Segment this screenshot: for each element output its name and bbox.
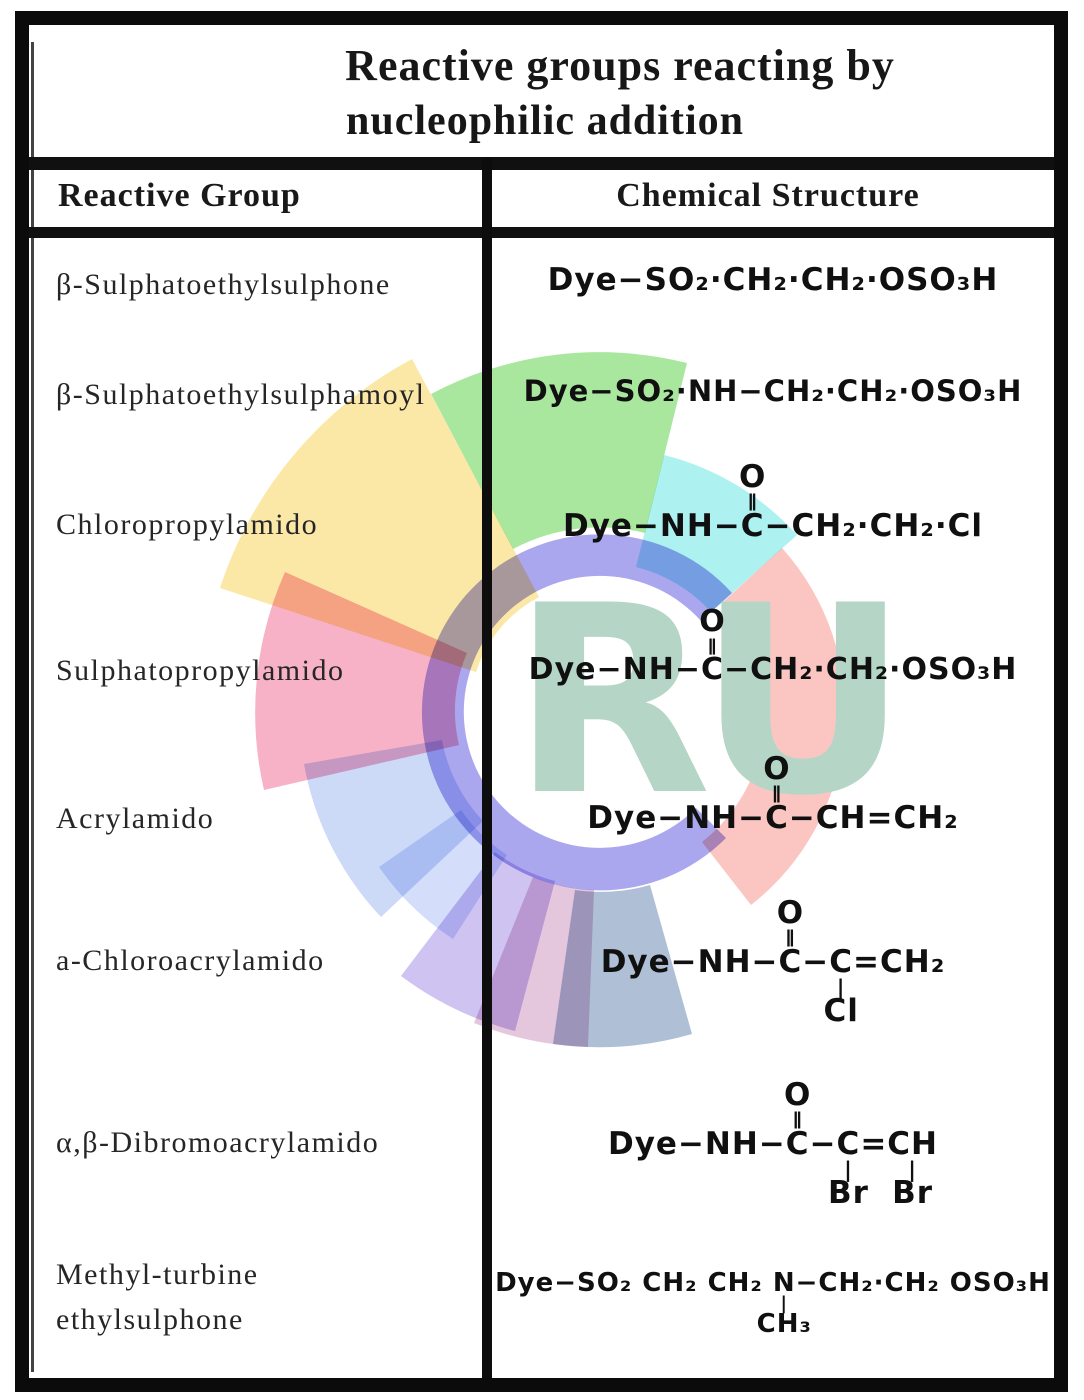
- group-label-methylturbine: Methyl-turbine ethylsulphone: [56, 1258, 259, 1336]
- column-header-chemical-structure: Chemical Structure: [616, 177, 920, 214]
- group-label-acrylamido: Acrylamido: [56, 802, 215, 835]
- group-label-chloroacrylamido: a-Chloroacrylamido: [56, 944, 325, 977]
- group-label-dibromoacrylamido: α,β-Dibromoacrylamido: [56, 1126, 380, 1159]
- formula-token: −: [802, 944, 830, 980]
- watermark-ring-c: [421, 534, 732, 891]
- structure-sulphatoethylsulphone: Dye−SO₂·CH₂·CH₂·OSO₃H: [492, 262, 1054, 298]
- column-header-reactive-group: Reactive Group: [58, 177, 301, 214]
- group-label-sulphatoethylsulphone: β-Sulphatoethylsulphone: [56, 268, 391, 301]
- table-outer-border: [15, 11, 1068, 1392]
- group-label-chloropropylamido: Chloropropylamido: [56, 508, 319, 541]
- formula-token: Dye−SO₂·NH−CH₂·CH₂·OSO₃H: [523, 374, 1023, 408]
- formula-token: =CH₂: [853, 944, 946, 980]
- formula-token: C|Cl: [823, 944, 859, 1029]
- watermark-wedge-pink: [255, 572, 467, 790]
- formula-token: CH|Br: [887, 1126, 938, 1211]
- watermark-wedge-grayblue: [553, 885, 692, 1048]
- formula-token: Dye−NH−: [587, 800, 766, 836]
- header-bottom-rule: [29, 227, 1054, 238]
- header-top-rule: [29, 157, 1054, 170]
- formula-token: Dye−NH−: [562, 508, 741, 544]
- formula-token: Dye−NH−: [528, 652, 701, 687]
- structure-sulphatoethylsulphamoyl: Dye−SO₂·NH−CH₂·CH₂·OSO₃H: [492, 374, 1054, 408]
- structure-methylturbine: Dye−SO₂ CH₂ CH₂ N|CH₃−CH₂·CH₂ OSO₃H: [492, 1268, 1054, 1340]
- formula-token: −CH₂·CH₂·Cl: [764, 508, 984, 544]
- column-divider: [482, 158, 492, 1378]
- left-margin-rule: [31, 42, 34, 1372]
- formula-token: Dye−NH−: [600, 944, 779, 980]
- formula-token: =: [860, 1126, 888, 1162]
- watermark-wedge-green: [431, 352, 687, 549]
- formula-token: −CH=CH₂: [788, 800, 959, 836]
- formula-token: Dye−SO₂ CH₂ CH₂: [495, 1268, 773, 1298]
- formula-token: N|CH₃: [756, 1268, 812, 1340]
- formula-token: −CH₂·CH₂·OSO₃H: [724, 652, 1018, 687]
- watermark-wedge-lightblue: [379, 810, 507, 939]
- group-label-sulphatoethylsulphamoyl: β-Sulphatoethylsulphamoyl: [56, 378, 426, 411]
- formula-token: Dye−NH−: [607, 1126, 786, 1162]
- watermark-letters: RU: [511, 551, 894, 853]
- group-label-sulphatopropylamido: Sulphatopropylamido: [56, 654, 345, 687]
- formula-token: −: [809, 1126, 837, 1162]
- table-title-line2: nucleophilic addition: [346, 98, 744, 144]
- watermark-arc-salmon: [702, 548, 846, 905]
- formula-token: C|Br: [827, 1126, 869, 1211]
- formula-token: Dye−SO₂·CH₂·CH₂·OSO₃H: [547, 262, 999, 298]
- table-title-line1: Reactive groups reacting by: [345, 41, 895, 90]
- formula-token: −CH₂·CH₂ OSO₃H: [795, 1268, 1051, 1298]
